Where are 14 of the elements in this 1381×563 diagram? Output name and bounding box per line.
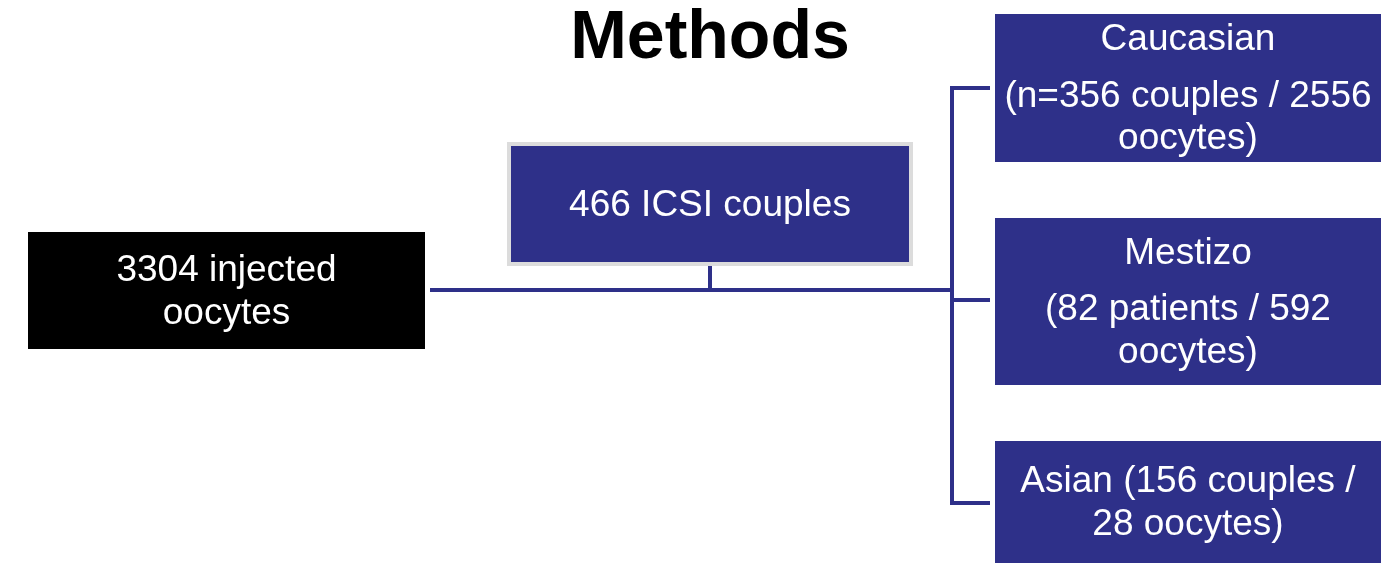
process-box bbox=[507, 142, 913, 266]
box-text: 466 ICSI couples bbox=[569, 182, 851, 226]
box-heading: Caucasian bbox=[1100, 17, 1276, 60]
box-text: Asian (156 couples / 28 oocytes) bbox=[1019, 459, 1357, 545]
box-heading: Mestizo bbox=[1124, 230, 1252, 274]
box-text: (82 patients / 592 oocytes) bbox=[1044, 287, 1332, 373]
process-box bbox=[28, 232, 425, 349]
box-text: 3304 injected oocytes bbox=[115, 247, 338, 334]
process-box bbox=[995, 441, 1381, 563]
process-box bbox=[995, 218, 1381, 385]
box-text: (n=356 couples / 2556 oocytes) bbox=[1003, 73, 1373, 159]
connector-line bbox=[708, 266, 990, 505]
title: Methods bbox=[569, 0, 851, 68]
process-box bbox=[995, 14, 1381, 162]
